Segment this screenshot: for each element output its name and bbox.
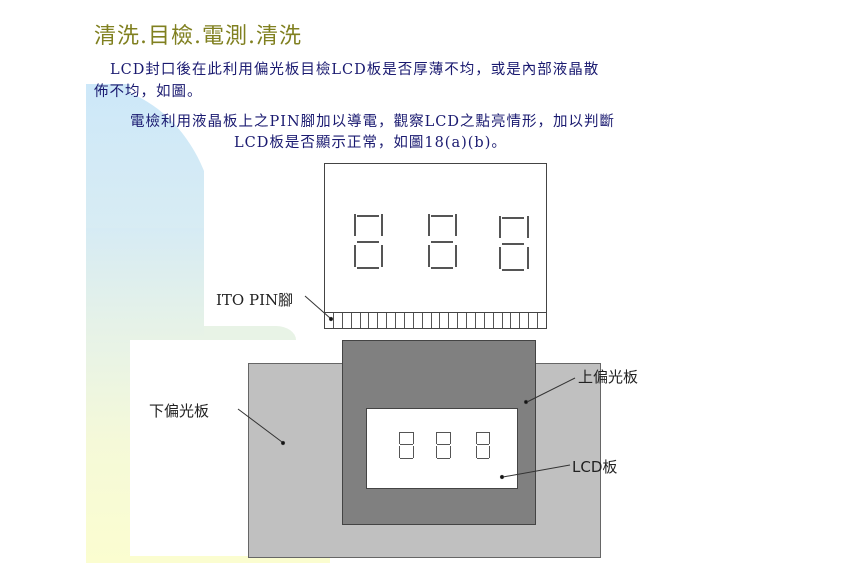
paragraph-2-line-1: 電檢利用液晶板上之PIN腳加以導電，觀察LCD之點亮情形，加以判斷 xyxy=(130,114,616,130)
slide-title: 清洗.目檢.電測.清洗 xyxy=(94,24,302,49)
label-upper-polarizer: 上偏光板 xyxy=(578,368,639,386)
ito-pin xyxy=(432,313,441,328)
lower-polarizer-leader-dot xyxy=(280,440,286,446)
paragraph-1-line-1: LCD封口後在此利用偏光板目檢LCD板是否厚薄不均，或是內部液晶散 xyxy=(110,62,600,78)
ito-pin xyxy=(467,313,476,328)
ito-pin xyxy=(503,313,512,328)
label-lower-polarizer: 下偏光板 xyxy=(149,402,210,420)
ito-pin xyxy=(334,313,343,328)
ito-pin xyxy=(378,313,388,328)
label-ito-pin: ITO PIN腳 xyxy=(216,291,294,309)
ito-pin xyxy=(325,313,334,328)
ito-pin xyxy=(396,313,405,328)
paragraph-2-line-2: LCD板是否顯示正常，如圖18(a)(b)。 xyxy=(234,135,507,151)
ito-pin xyxy=(458,313,467,328)
ito-pin xyxy=(449,313,459,328)
seven-segment-digits-large xyxy=(324,163,547,313)
lcd-board-leader-line xyxy=(502,464,571,478)
ito-pin xyxy=(343,313,352,328)
ito-pin xyxy=(511,313,521,328)
ito-pin xyxy=(485,313,494,328)
ito-pin xyxy=(387,313,396,328)
ito-pin xyxy=(423,313,432,328)
lcd-board xyxy=(366,408,518,489)
gradient-decoration-bottom xyxy=(86,556,330,563)
ito-pin xyxy=(352,313,361,328)
ito-pin xyxy=(369,313,379,328)
pin-leader-dot xyxy=(328,316,334,322)
ito-pin xyxy=(440,313,450,328)
upper-polarizer-leader-line xyxy=(526,377,576,403)
lcd-board-leader-dot xyxy=(499,474,505,480)
gradient-decoration-mid-tail xyxy=(204,326,296,340)
ito-pin-row xyxy=(324,312,547,329)
upper-polarizer-leader-dot xyxy=(523,399,529,405)
pin-leader-line xyxy=(304,295,331,319)
ito-pin xyxy=(520,313,530,328)
lower-polarizer-leader-line xyxy=(237,408,283,443)
ito-pin xyxy=(361,313,370,328)
paragraph-1-line-2: 佈不均，如圖。 xyxy=(94,84,203,100)
label-lcd-board: LCD板 xyxy=(572,458,618,476)
seven-segment-digits-small xyxy=(366,408,518,489)
figure-a-backdrop xyxy=(204,162,324,326)
ito-pin xyxy=(405,313,414,328)
ito-pin xyxy=(494,313,503,328)
ito-pin xyxy=(414,313,423,328)
gradient-decoration-mid xyxy=(86,228,204,340)
ito-pin xyxy=(529,313,538,328)
ito-pin xyxy=(476,313,485,328)
